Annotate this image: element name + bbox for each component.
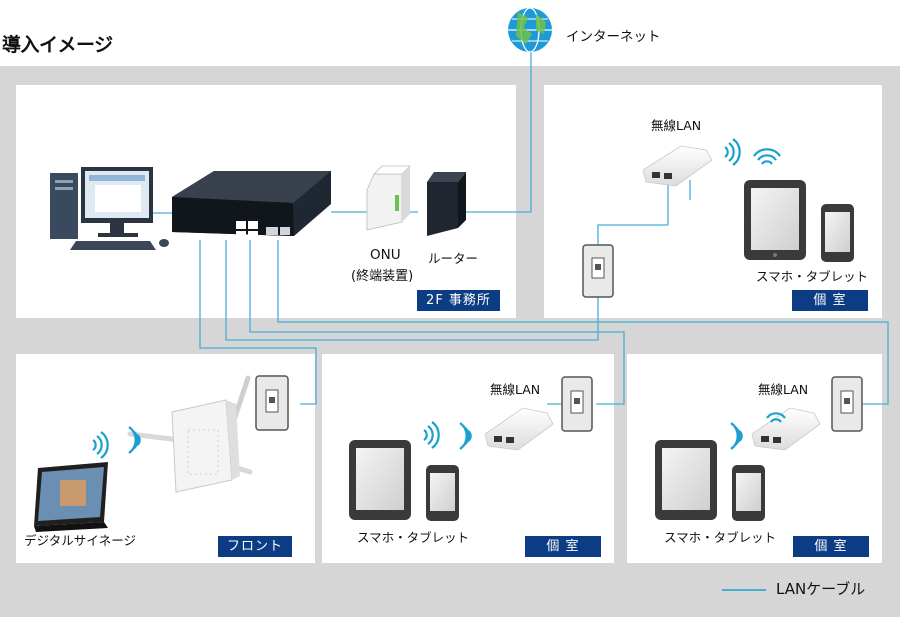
tablet-icon [744,180,806,260]
smartphone-icon [732,465,765,521]
wifi-signal-icon [730,412,786,450]
legend-cable-line [722,589,766,591]
wall-lan-port-icon [561,376,593,432]
wifi-signal-icon [423,421,472,450]
globe-icon [508,7,552,53]
devices-label: スマホ・タブレット [756,269,869,284]
onu-icon [366,165,411,231]
room-tag-office: 2F 事務所 [417,290,500,311]
legend-label: LANケーブル [776,580,866,598]
wireless-lan-label: 無線LAN [758,382,809,397]
devices-label: スマホ・タブレット [664,530,777,545]
onu-label: ONU [370,247,401,263]
wifi-signal-icon [724,138,781,166]
devices-label: スマホ・タブレット [357,530,470,545]
internet-label: インターネット [566,29,661,45]
lan-cables [150,46,889,405]
room-tag-private-room: 個 室 [792,290,868,311]
page-title: 導入イメージ [2,34,113,56]
wall-lan-port-icon [255,375,289,431]
onu-sublabel: (終端装置) [351,269,414,284]
smartphone-icon [426,465,459,521]
tablet-icon [349,440,411,520]
wireless-ap-icon [642,145,713,187]
room-tag-private-room: 個 室 [525,536,601,557]
wall-lan-port-icon [831,376,863,432]
room-tag-front: フロント [218,536,292,557]
router-label: ルーター [428,251,479,266]
tablet-icon [655,440,717,520]
router-icon [427,172,466,236]
wall-lan-port-icon [582,244,614,298]
wireless-lan-label: 無線LAN [651,118,702,133]
digital-signage-icon [34,462,108,532]
network-switch-icon [172,171,331,239]
room-tag-private-room: 個 室 [793,536,869,557]
signage-label: デジタルサイネージ [24,533,137,548]
desktop-pc-icon [50,167,169,250]
wireless-ap-icon [484,407,554,451]
access-point-with-antennas-icon [127,375,253,493]
wifi-signal-icon [92,426,141,459]
wireless-ap-icon [751,407,821,451]
smartphone-icon [821,204,854,262]
wireless-lan-label: 無線LAN [490,382,541,397]
